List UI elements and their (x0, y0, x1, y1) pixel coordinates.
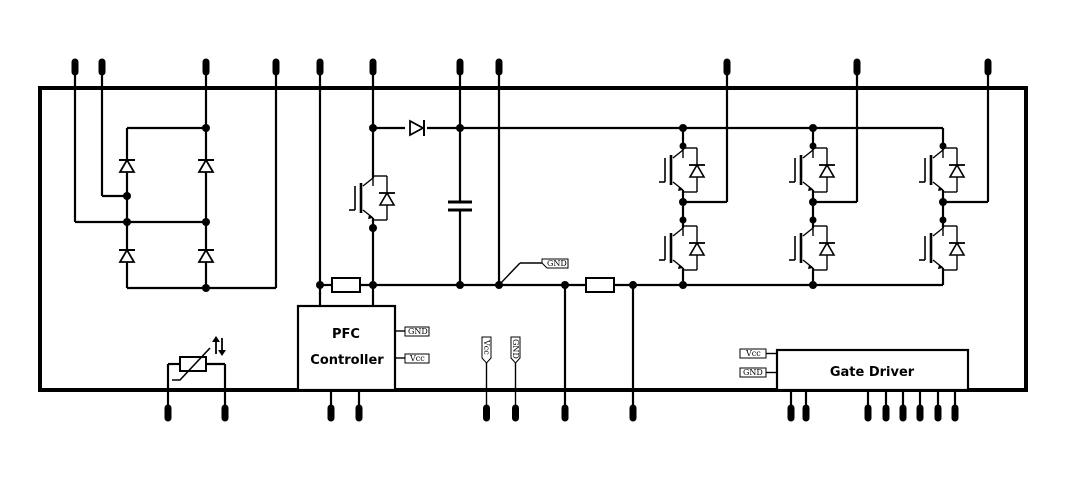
thermistor (166, 336, 227, 405)
pfc-stage: GND (316, 118, 943, 405)
resistor-icon (585, 277, 615, 293)
igbt-icon (917, 140, 967, 200)
igbt-icon (787, 140, 837, 200)
resistor-icon (331, 277, 361, 293)
thermistor-icon (172, 336, 226, 381)
capacitor-icon (448, 200, 472, 212)
gnd-tag: GND (547, 259, 567, 268)
pfc-gnd-tag: GND (408, 327, 428, 336)
diode-icon (118, 159, 136, 173)
diode-icon (197, 159, 215, 173)
igbt-icon (787, 218, 837, 278)
pfc-vcc-tag: Vcc (409, 354, 425, 363)
gnd-pin-tag: GND (511, 339, 520, 359)
bottom-pins[interactable] (164, 404, 959, 422)
igbt-icon (347, 168, 397, 228)
top-pins[interactable] (71, 58, 992, 76)
gate-driver-label: Gate Driver (830, 365, 915, 380)
pfc-controller: PFC Controller GND Vcc (296, 304, 430, 392)
igbt-icon (657, 218, 707, 278)
igbt-icon (657, 140, 707, 200)
supply-pins: Vcc GND (481, 336, 521, 405)
pfc-label-line2: Controller (310, 353, 384, 368)
bridge-rectifier (75, 124, 276, 292)
gd-gnd-tag: GND (743, 368, 763, 377)
module-outline (38, 86, 1028, 392)
diode-icon (118, 249, 136, 263)
diode-icon (197, 249, 215, 263)
diode-icon (405, 118, 427, 138)
pfc-label-line1: PFC (332, 327, 360, 342)
gd-vcc-tag: Vcc (745, 349, 761, 358)
igbt-icon (917, 218, 967, 278)
gate-driver: Gate Driver Vcc GND (739, 348, 970, 405)
inverter-bridge (657, 124, 988, 289)
vcc-pin-tag: Vcc (482, 339, 491, 355)
